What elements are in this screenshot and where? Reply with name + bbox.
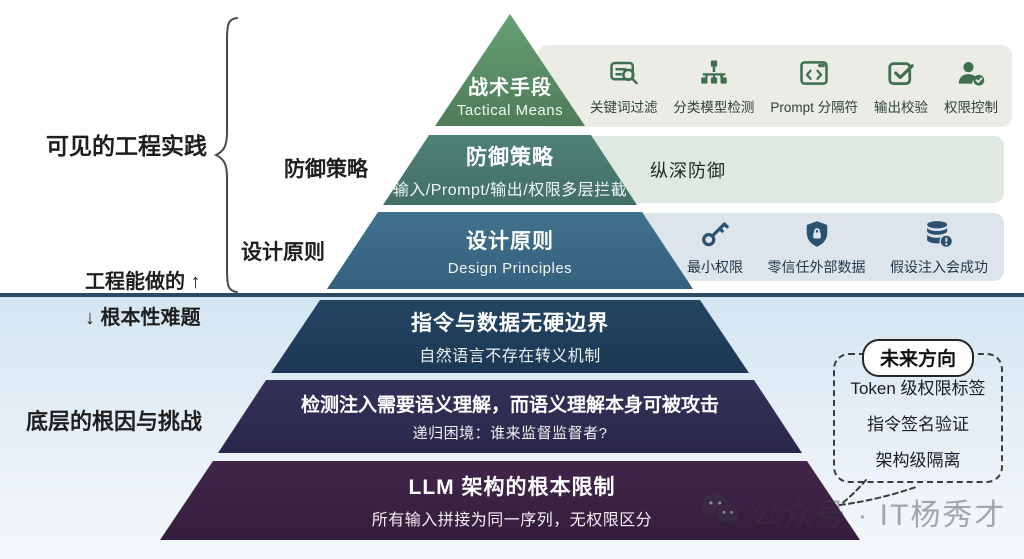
prompt-delimiter-icon (799, 58, 829, 93)
principle-item: 假设注入会成功 (890, 219, 988, 277)
tactical-item: Prompt 分隔符 (770, 58, 858, 116)
shield-lock-icon (802, 219, 832, 254)
level-title: 设计原则 (466, 229, 554, 253)
principle-item-label: 最小权限 (687, 259, 743, 275)
engineering-can-do-label: 工程能做的 ↑ (85, 271, 201, 293)
future-item: Token 级权限标签 (850, 379, 986, 398)
future-item: 指令签名验证 (867, 415, 969, 434)
brace-shape (213, 16, 239, 299)
level-subtitle: 所有输入拼接为同一序列，无权限区分 (371, 512, 653, 529)
level-title: LLM 架构的根本限制 (408, 476, 616, 499)
tactical-item-label: 权限控制 (943, 100, 998, 115)
principle-item: 零信任外部数据 (768, 219, 866, 277)
defense-strategy-side-label: 防御策略 (284, 158, 368, 181)
key-icon (700, 219, 730, 254)
pyramid-level-defense: 防御策略 输入/Prompt/输出/权限多层拦截 (383, 135, 637, 205)
visible-practice-label: 可见的工程实践 (46, 133, 207, 159)
capability-divider-line (0, 293, 1024, 297)
tactical-item-label: 关键词过滤 (590, 100, 658, 115)
level-subtitle: 递归困境：谁来监督监督者? (412, 425, 608, 442)
level-title: 检测注入需要语义理解，而语义理解本身可被攻击 (300, 395, 719, 416)
tactical-item: 权限控制 (944, 58, 998, 116)
level-subtitle: 自然语言不存在转义机制 (419, 348, 601, 365)
tactical-item: 关键词过滤 (590, 58, 658, 116)
watermark-text: 公众号 · IT杨秀才 (751, 499, 1007, 532)
bubble-tail-shape (826, 478, 921, 517)
classifier-model-icon (699, 58, 729, 93)
defense-depth-panel: 纵深防御 (570, 136, 1004, 203)
output-check-icon (886, 58, 916, 93)
pyramid-level-llm-limit: LLM 架构的根本限制 所有输入拼接为同一序列，无权限区分 (160, 461, 860, 540)
design-principle-side-label: 设计原则 (241, 241, 325, 264)
permission-control-icon (956, 58, 986, 93)
principle-item-label: 零信任外部数据 (767, 259, 866, 275)
level-title: 指令与数据无硬边界 (411, 312, 609, 335)
watermark: 公众号 · IT杨秀才 (700, 490, 1006, 534)
keyword-filter-icon (609, 58, 639, 93)
fundamental-problem-label: ↓ 根本性难题 (85, 307, 201, 329)
future-item: 架构级隔离 (875, 451, 961, 470)
pyramid-level-design: 设计原则 Design Principles (327, 212, 693, 289)
future-direction-bubble: Token 级权限标签 指令签名验证 架构级隔离 (833, 353, 1003, 483)
pyramid-level-no-boundary: 指令与数据无硬边界 自然语言不存在转义机制 (271, 300, 749, 373)
pyramid-level-semantic: 检测注入需要语义理解，而语义理解本身可被攻击 递归困境：谁来监督监督者? (218, 380, 802, 453)
principle-item: 最小权限 (687, 219, 743, 277)
tactical-item-label: 分类模型检测 (673, 100, 755, 115)
level-subtitle: 输入/Prompt/输出/权限多层拦截 (392, 181, 628, 199)
principle-item-label: 假设注入会成功 (890, 259, 988, 275)
level-subtitle: Design Principles (447, 259, 573, 277)
root-causes-label: 底层的根因与挑战 (26, 409, 203, 434)
tactical-item: 分类模型检测 (673, 58, 754, 116)
level-title: 防御策略 (466, 145, 554, 169)
database-warning-icon (924, 219, 954, 254)
tactical-panel: 关键词过滤 分类模型检测 Prompt 分隔符 (538, 45, 1012, 127)
future-direction-title: 未来方向 (862, 339, 975, 377)
level-title: 战术手段 (468, 77, 552, 99)
level-subtitle: Tactical Means (456, 102, 564, 119)
defense-depth-label: 纵深防御 (650, 160, 726, 181)
tactical-item-label: 输出校验 (874, 100, 929, 115)
wechat-icon (700, 492, 742, 533)
tactical-item-label: Prompt 分隔符 (770, 100, 859, 115)
tactical-item: 输出校验 (874, 58, 928, 116)
